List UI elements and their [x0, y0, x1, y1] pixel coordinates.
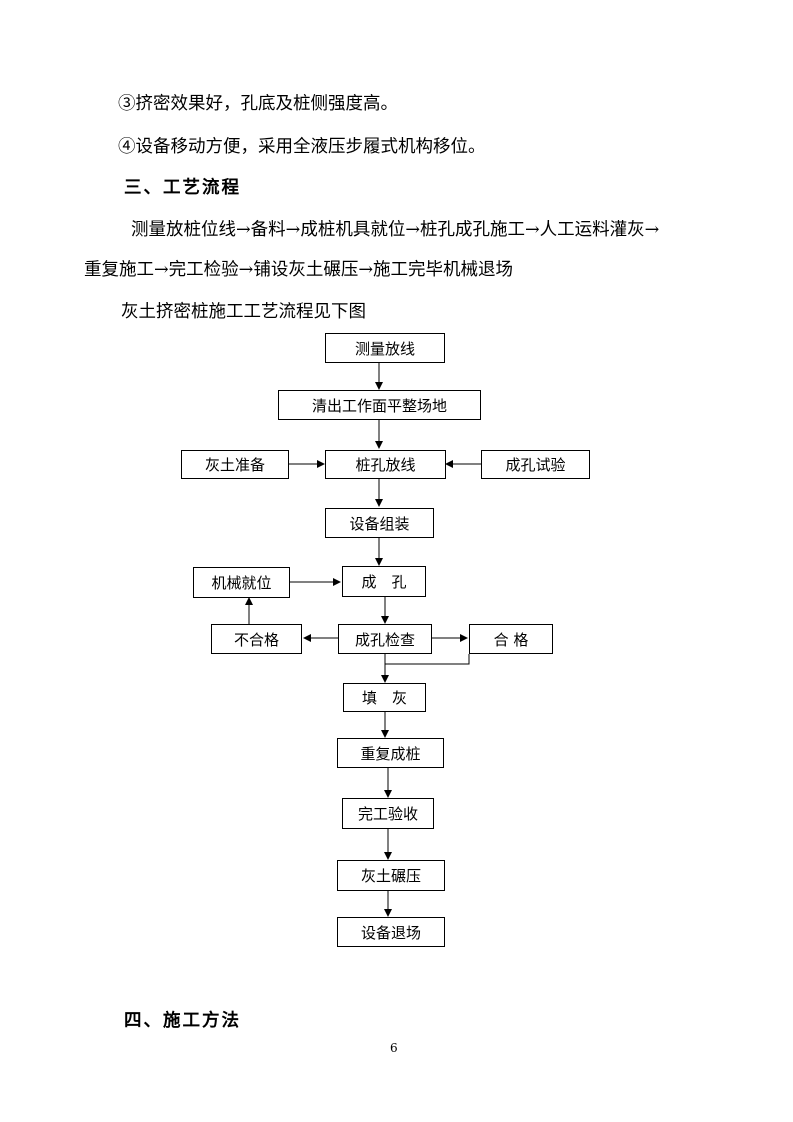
- node-exit: 设备退场: [337, 917, 445, 947]
- node-fill-lime: 填 灰: [343, 683, 426, 712]
- list-item-4: ④设备移动方便，采用全液压步履式机构移位。: [118, 137, 486, 157]
- line-qualified-return: [385, 654, 470, 665]
- node-pile-hole-layout: 桩孔放线: [325, 450, 446, 479]
- process-line-2: 重复施工→完工检验→铺设灰土碾压→施工完毕机械退场: [84, 260, 513, 280]
- node-unqualified: 不合格: [211, 624, 302, 654]
- figure-caption: 灰土挤密桩施工工艺流程见下图: [121, 302, 366, 322]
- process-line-1: 测量放桩位线→备料→成桩机具就位→桩孔成孔施工→人工运料灌灰→: [131, 220, 660, 240]
- node-compaction: 灰土碾压: [337, 860, 445, 891]
- section-heading-4: 四、施工方法: [124, 1011, 241, 1031]
- node-lime-soil-prep: 灰土准备: [181, 450, 289, 479]
- node-acceptance: 完工验收: [342, 798, 434, 829]
- page-number: 6: [390, 1041, 398, 1055]
- node-qualified: 合 格: [469, 624, 553, 654]
- node-clear-site: 清出工作面平整场地: [278, 390, 481, 420]
- node-repeat-pile: 重复成桩: [337, 738, 444, 768]
- node-hole-test: 成孔试验: [481, 450, 590, 479]
- node-form-hole: 成 孔: [342, 566, 426, 597]
- node-machine-position: 机械就位: [193, 567, 290, 598]
- list-item-3: ③挤密效果好，孔底及桩侧强度高。: [118, 94, 398, 114]
- section-heading-3: 三、工艺流程: [124, 178, 241, 198]
- node-hole-inspection: 成孔检查: [338, 624, 432, 654]
- node-assembly: 设备组装: [325, 508, 434, 538]
- node-survey: 测量放线: [325, 333, 445, 363]
